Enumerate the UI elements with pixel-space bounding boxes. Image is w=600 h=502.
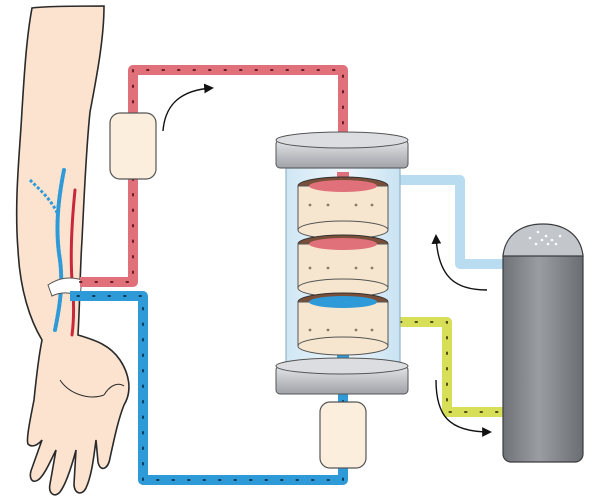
membrane-module xyxy=(297,234,389,298)
forearm-hand-icon xyxy=(15,5,130,496)
tank-vent-dot xyxy=(550,238,554,242)
vein-branch xyxy=(28,178,60,216)
thumb-crease xyxy=(103,383,125,396)
membrane-dot xyxy=(326,328,330,332)
tank-vent-dot xyxy=(558,234,562,238)
membrane-module xyxy=(297,176,389,240)
membrane-dot xyxy=(370,328,374,332)
membrane-dot xyxy=(370,203,374,207)
pump-chamber-icon xyxy=(109,112,157,180)
membrane-dot xyxy=(326,266,330,270)
vein xyxy=(53,168,66,332)
dialysate-tank-icon xyxy=(502,223,584,463)
pump-chamber-icon xyxy=(319,401,367,469)
decorative-dots xyxy=(308,203,562,332)
tank-vent-dot xyxy=(554,242,558,246)
tank-vent-dot xyxy=(540,238,544,242)
membrane-dot xyxy=(326,203,330,207)
tank-vent-dot xyxy=(536,230,540,234)
venous-line-dots xyxy=(69,295,344,481)
tank-vent-dot xyxy=(544,234,548,238)
membrane-module xyxy=(297,292,389,356)
membrane-dot xyxy=(354,203,358,207)
tank-body xyxy=(502,247,584,463)
upper-pump xyxy=(109,112,157,180)
tank-vent-dot xyxy=(528,236,532,240)
lower-pump xyxy=(319,401,367,469)
dialysate-in-line xyxy=(400,175,505,269)
waste-out-dots xyxy=(399,321,506,413)
waste-out-line xyxy=(400,317,505,417)
flow-arrow-icon xyxy=(435,379,492,437)
membrane-dot xyxy=(354,328,358,332)
membrane-dot xyxy=(308,328,312,332)
flow-arrow-icon xyxy=(162,83,214,132)
membrane-dot xyxy=(354,266,358,270)
arm-crease xyxy=(59,379,105,398)
membrane-dot xyxy=(370,266,374,270)
top-cap xyxy=(275,131,409,169)
membrane-dot xyxy=(308,266,312,270)
arterial-line-dots xyxy=(79,69,344,283)
tank-vent-dot xyxy=(534,242,538,246)
bottom-cap xyxy=(275,357,409,395)
membrane-dot xyxy=(308,203,312,207)
dialyzer-cylinder-icon xyxy=(275,131,409,395)
flow-arrow-icon xyxy=(431,234,488,291)
tank-vent-dot xyxy=(546,242,550,246)
